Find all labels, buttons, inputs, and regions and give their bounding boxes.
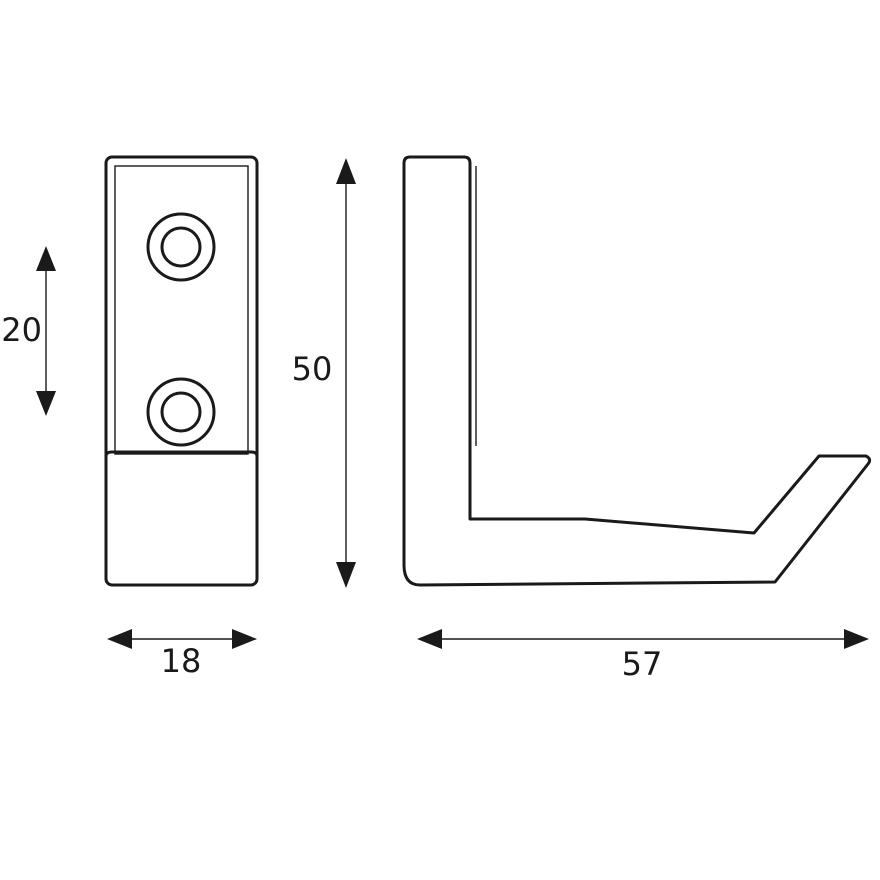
dimension-label-hole-spacing: 20: [1, 311, 42, 349]
side-view: [402, 155, 872, 587]
dimension-label-projection: 57: [622, 645, 663, 683]
hook-outline: [402, 155, 872, 587]
dimension-height: 50: [292, 158, 356, 588]
arrow-up: [336, 158, 356, 184]
arrow-down: [36, 391, 56, 416]
front-view-body: [104, 155, 259, 587]
front-view-plate: [114, 165, 249, 455]
dimension-front-width: 18: [107, 629, 257, 680]
arrow-up: [36, 246, 56, 271]
dimension-projection: 57: [417, 629, 869, 683]
arrow-down: [336, 562, 356, 588]
arrow-right: [844, 629, 869, 649]
lower-screw-hole: [146, 377, 216, 447]
dimension-label-height: 50: [292, 350, 333, 388]
upper-screw-hole: [146, 212, 216, 282]
arrow-left: [417, 629, 442, 649]
front-view-base-line: [104, 450, 259, 457]
dimension-hole-spacing: 20: [1, 246, 56, 416]
arrow-left: [107, 629, 132, 649]
front-view: [104, 155, 259, 587]
dimension-label-front-width: 18: [161, 642, 202, 680]
arrow-right: [232, 629, 257, 649]
